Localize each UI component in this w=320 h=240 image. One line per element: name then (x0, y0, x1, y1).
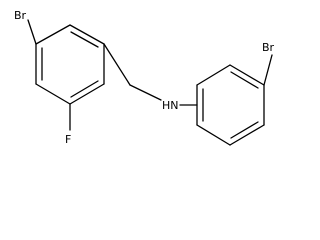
bond-ring1-bottom-right (69, 83, 105, 105)
left-benzene-ring (35, 24, 105, 105)
bond-ch2-nh (129, 84, 162, 101)
double-bond-ring1-bottom-right (70, 80, 99, 98)
double-bond-ring2-upper-right (230, 71, 259, 89)
bond-ring-ch2 (103, 43, 131, 86)
bond-ring2-upper-right (229, 64, 265, 86)
bond-ring1-bottom-left (35, 83, 71, 105)
bond-c-br-left (27, 19, 37, 45)
bond-ring2-lower-left (196, 124, 231, 146)
molecule-structure-diagram: Br F HN Br (14, 9, 275, 146)
bond-ring1-top-right (69, 24, 105, 45)
atom-label-amine: HN (162, 99, 179, 112)
atom-label-fluorine: F (65, 133, 71, 146)
atom-label-bromine-right: Br (262, 41, 275, 54)
double-bond-ring2-lower-right (230, 121, 259, 139)
bond-c-br-right (263, 54, 273, 86)
bond-ring2-upper-left (196, 64, 231, 86)
right-benzene-ring (196, 64, 265, 146)
bond-ring2-lower-right (229, 124, 265, 146)
bond-ring1-top-left (35, 24, 71, 45)
double-bond-ring1-top-right (70, 31, 99, 48)
atom-label-bromine-left: Br (14, 9, 27, 22)
